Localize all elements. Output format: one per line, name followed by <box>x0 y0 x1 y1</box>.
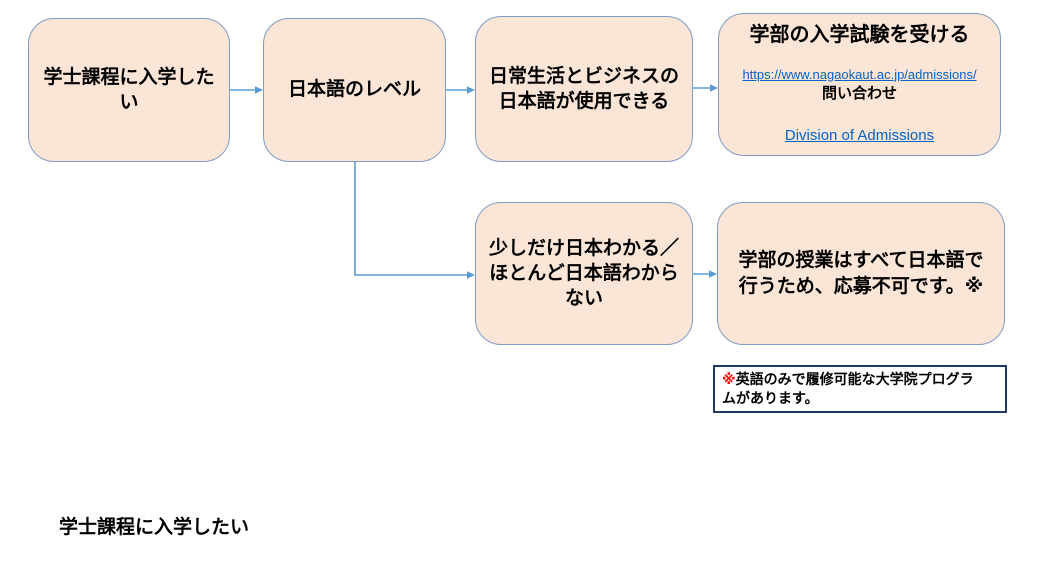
arrow-little-to-noteligible <box>693 270 717 278</box>
arrow-start-to-level <box>230 86 263 94</box>
flow-box-not-eligible: 学部の授業はすべて日本語で 行うため、応募不可です。※ <box>717 202 1005 345</box>
flow-box-exam: 学部の入学試験を受ける https://www.nagaokaut.ac.jp/… <box>718 13 1001 156</box>
flow-box-little-japanese: 少しだけ日本わかる／ ほとんど日本語わから ない <box>475 202 693 345</box>
flow-box-start-text: 学士課程に入学した い <box>43 66 215 113</box>
flow-box-not-eligible-text: 学部の授業はすべて日本語で 行うため、応募不可です。※ <box>738 250 984 297</box>
flow-box-daily-business: 日常生活とビジネスの 日本語が使用できる <box>475 16 693 162</box>
footnote-marker: ※ <box>722 371 736 387</box>
exam-contact-label: 問い合わせ <box>821 85 897 103</box>
footer-heading: 学士課程に入学したい <box>59 517 250 538</box>
flow-box-start: 学士課程に入学した い <box>28 18 230 162</box>
flow-box-daily-business-text: 日常生活とビジネスの 日本語が使用できる <box>488 65 679 112</box>
division-of-admissions-link[interactable]: Division of Admissions <box>784 127 935 145</box>
flow-box-japanese-level: 日本語のレベル <box>263 18 446 162</box>
footnote-box: ※英語のみで履修可能な大学院プログラ ムがあります。 <box>713 365 1007 413</box>
flow-box-japanese-level-text: 日本語のレベル <box>287 79 421 101</box>
footnote-text: 英語のみで履修可能な大学院プログラ ムがあります。 <box>722 371 974 406</box>
flow-box-little-japanese-text: 少しだけ日本わかる／ ほとんど日本語わから ない <box>488 237 679 310</box>
arrow-daily-to-exam <box>693 84 718 92</box>
admissions-url-link[interactable]: https://www.nagaokaut.ac.jp/admissions/ <box>742 66 977 82</box>
arrow-level-to-little-elbow <box>354 162 475 279</box>
arrow-level-to-daily <box>446 86 475 94</box>
exam-title: 学部の入学試験を受ける <box>749 23 970 46</box>
